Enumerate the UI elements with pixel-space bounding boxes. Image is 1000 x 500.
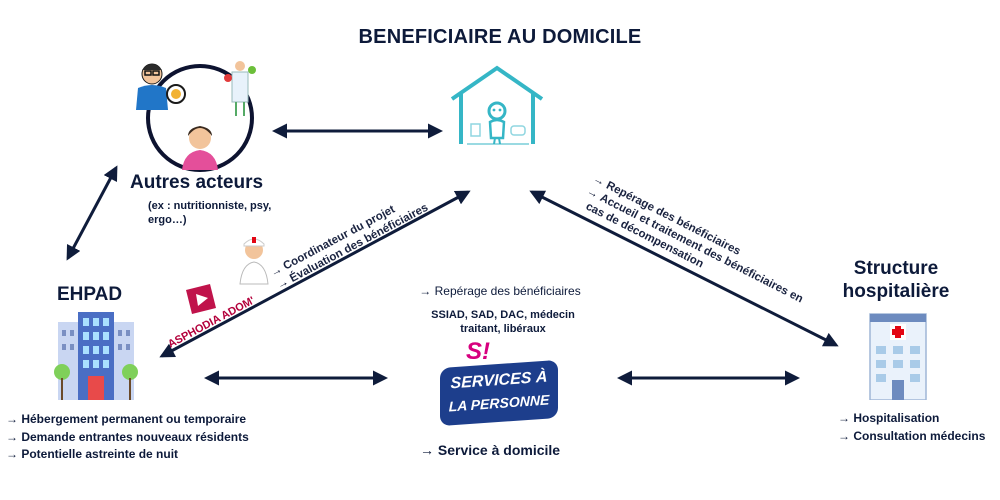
other-actors-icon bbox=[136, 61, 256, 172]
autres-acteurs-sub-line1: (ex : nutritionniste, psy, bbox=[148, 200, 272, 212]
arrow-glyph: → bbox=[420, 442, 438, 458]
structure-label-line2: hospitalière bbox=[842, 281, 950, 302]
building-icon bbox=[54, 312, 138, 400]
asphodia-logo bbox=[186, 284, 216, 314]
autres-acteurs-label: Autres acteurs bbox=[130, 172, 264, 193]
structure-list: Hospitalisation Consultation médecins bbox=[838, 410, 985, 445]
sap-service: → Service à domicile bbox=[420, 442, 560, 458]
arrow-domicile-hopital bbox=[529, 190, 839, 347]
sap-logo-mark: S! bbox=[466, 338, 490, 365]
ehpad-label: EHPAD bbox=[57, 284, 123, 305]
list-item: Demande entrantes nouveaux résidents bbox=[6, 429, 248, 447]
list-item: Consultation médecins bbox=[838, 428, 985, 446]
sap-logo: S! SERVICES À LA PERSONNE bbox=[438, 338, 562, 428]
sap-partners: SSIAD, SAD, DAC, médecin traitant, libér… bbox=[410, 308, 596, 336]
sap-logo-box: SERVICES À LA PERSONNE bbox=[440, 359, 558, 427]
sap-note: → Repérage des bénéficiaires bbox=[400, 284, 600, 298]
arrow-glyph: → bbox=[419, 284, 435, 298]
hospital-icon bbox=[869, 313, 927, 400]
list-item: Potentielle astreinte de nuit bbox=[6, 446, 249, 464]
sap-partners-line1: SSIAD, SAD, DAC, médecin bbox=[431, 309, 575, 321]
list-item: Hébergement permanent ou temporaire bbox=[6, 411, 249, 429]
house-icon bbox=[450, 65, 544, 145]
autres-acteurs-sublabel: (ex : nutritionniste, psy, ergo…) bbox=[148, 199, 271, 227]
nurse-icon bbox=[239, 237, 269, 285]
sap-partners-line2: traitant, libéraux bbox=[460, 323, 546, 335]
structure-label-line1: Structure bbox=[853, 258, 939, 279]
sap-service-text: Service à domicile bbox=[437, 442, 561, 458]
structure-label: Structure hospitalière bbox=[834, 257, 958, 303]
list-item: Hospitalisation bbox=[838, 410, 985, 428]
page-title: BENEFICIAIRE AU DOMICILE bbox=[358, 26, 642, 48]
sap-note-text: Repérage des bénéficiaires bbox=[434, 284, 581, 298]
ehpad-list: Hébergement permanent ou temporaire Dema… bbox=[6, 411, 249, 464]
arrow-autres-ehpad bbox=[66, 165, 118, 261]
autres-acteurs-sub-line2: ergo…) bbox=[148, 214, 187, 226]
